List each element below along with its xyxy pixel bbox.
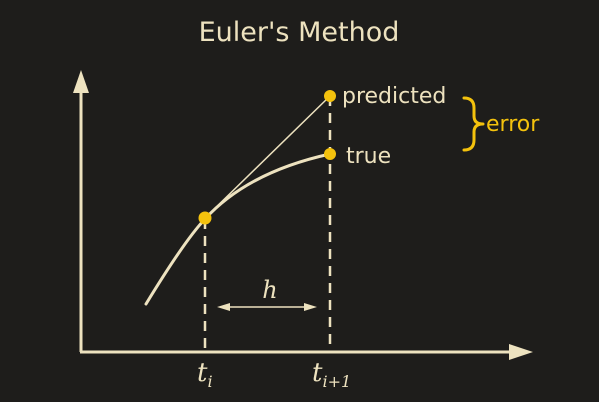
tick-label-ti-base: t: [197, 358, 208, 388]
step-arrowhead-left: [217, 303, 230, 311]
predicted-label: predicted: [342, 84, 446, 109]
predicted-point: [324, 90, 336, 102]
error-brace: [462, 96, 485, 152]
true-label: true: [346, 144, 391, 169]
true-point: [324, 148, 336, 160]
step-size-label: h: [262, 276, 277, 304]
tick-label-ti1-base: t: [312, 358, 323, 388]
tick-label-ti-sub: i: [207, 372, 212, 391]
start-point: [198, 211, 212, 225]
step-arrowhead-right: [304, 303, 317, 311]
tick-label-ti: ti: [197, 358, 213, 391]
tick-label-ti1-sub: i+1: [322, 372, 351, 391]
tick-label-ti1: ti+1: [312, 358, 351, 391]
y-axis-arrowhead: [73, 70, 89, 93]
error-label: error: [486, 112, 540, 137]
x-axis-arrowhead: [509, 344, 533, 360]
true-solution-curve: [144, 152, 332, 306]
diagram-title: Euler's Method: [199, 17, 400, 48]
tangent-line: [204, 95, 331, 219]
